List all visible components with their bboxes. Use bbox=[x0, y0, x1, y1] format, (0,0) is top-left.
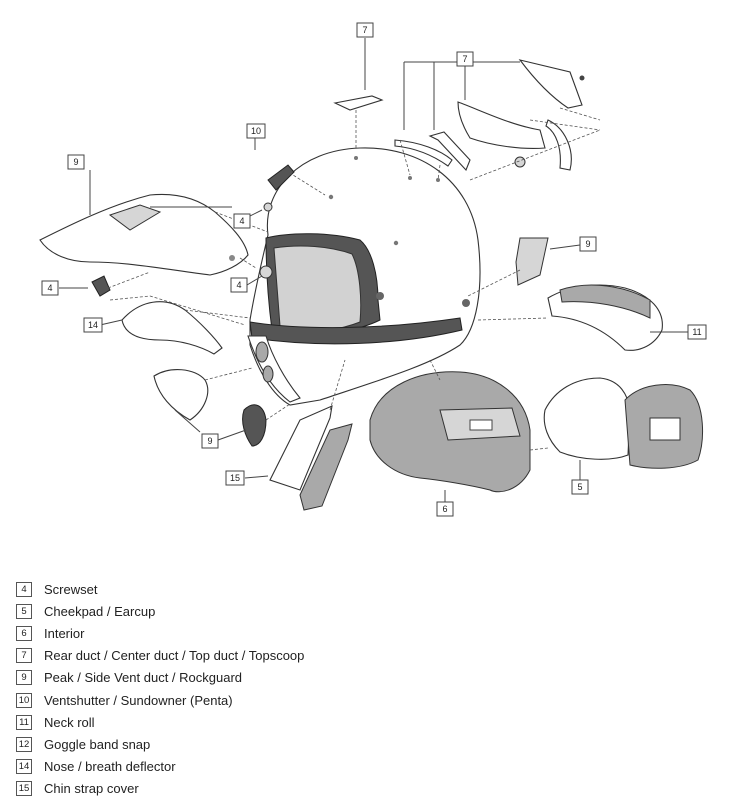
rear-duct-parts bbox=[394, 59, 585, 172]
callout-9-side-vent-text: 9 bbox=[585, 239, 590, 249]
peak-part bbox=[39, 193, 273, 297]
legend-label: Screwset bbox=[44, 581, 98, 597]
callout-6-text: 6 bbox=[442, 504, 447, 514]
legend-label: Interior bbox=[44, 625, 85, 641]
callout-4-left: 4 bbox=[41, 280, 59, 296]
callout-14: 14 bbox=[83, 317, 103, 333]
legend-row-cheekpad: 5 Cheekpad / Earcup bbox=[16, 600, 716, 622]
callout-5-text: 5 bbox=[577, 482, 582, 492]
callout-11-text: 11 bbox=[692, 327, 701, 337]
top-scoop-part bbox=[333, 95, 384, 111]
legend-number: 6 bbox=[16, 625, 32, 641]
callout-14-text: 14 bbox=[88, 320, 98, 330]
callout-15: 15 bbox=[225, 470, 245, 486]
callout-4-side-text: 4 bbox=[236, 280, 241, 290]
legend-number: 14 bbox=[16, 759, 32, 775]
helmet-exploded-diagram: 7 7 10 9 4 4 4 9 14 11 9 15 bbox=[39, 22, 707, 517]
callout-9-peak-text: 9 bbox=[73, 157, 78, 167]
callout-4-side: 4 bbox=[230, 277, 248, 293]
legend-number: 10 bbox=[16, 692, 32, 708]
callout-7-top-text: 7 bbox=[362, 25, 367, 35]
legend-number: 4 bbox=[16, 581, 32, 597]
legend-row-peak: 9 Peak / Side Vent duct / Rockguard bbox=[16, 667, 716, 689]
dashed-assembly-lines bbox=[107, 107, 601, 451]
callout-4-left-text: 4 bbox=[47, 283, 52, 293]
legend-label: Chin strap cover bbox=[44, 781, 139, 797]
legend-row-neck-roll: 11 Neck roll bbox=[16, 711, 716, 733]
side-vent-part bbox=[153, 237, 549, 447]
legend-number: 9 bbox=[16, 670, 32, 686]
callout-11: 11 bbox=[687, 324, 707, 340]
callout-4-peak-screw-text: 4 bbox=[239, 216, 244, 226]
parts-legend: 4 Screwset 5 Cheekpad / Earcup 6 Interio… bbox=[16, 578, 716, 800]
callout-7-rear-text: 7 bbox=[462, 54, 467, 64]
legend-number: 5 bbox=[16, 603, 32, 619]
legend-row-chin-strap: 15 Chin strap cover bbox=[16, 778, 716, 800]
callout-6: 6 bbox=[436, 501, 454, 517]
legend-label: Cheekpad / Earcup bbox=[44, 603, 156, 619]
legend-number: 12 bbox=[16, 736, 32, 752]
callout-9-rockguard-text: 9 bbox=[207, 436, 212, 446]
nose-deflector-part bbox=[121, 301, 223, 355]
callout-9-side-vent: 9 bbox=[579, 236, 597, 252]
neck-roll-part bbox=[547, 284, 663, 351]
legend-label: Ventshutter / Sundowner (Penta) bbox=[44, 692, 233, 708]
legend-number: 11 bbox=[16, 714, 32, 730]
legend-label: Neck roll bbox=[44, 714, 95, 730]
legend-label: Peak / Side Vent duct / Rockguard bbox=[44, 670, 243, 686]
legend-number: 15 bbox=[16, 781, 32, 797]
legend-row-ducts: 7 Rear duct / Center duct / Top duct / T… bbox=[16, 645, 716, 667]
callout-5: 5 bbox=[571, 479, 589, 495]
callout-9-peak: 9 bbox=[67, 154, 85, 170]
legend-label: Goggle band snap bbox=[44, 736, 151, 752]
legend-label: Nose / breath deflector bbox=[44, 759, 176, 775]
legend-row-goggle-snap: 12 Goggle band snap bbox=[16, 733, 716, 755]
callout-15-text: 15 bbox=[230, 473, 240, 483]
leader-lines bbox=[59, 38, 690, 502]
cheekpad-parts bbox=[543, 377, 703, 469]
legend-row-nose-deflector: 14 Nose / breath deflector bbox=[16, 756, 716, 778]
legend-label: Rear duct / Center duct / Top duct / Top… bbox=[44, 648, 305, 664]
callout-7-rear: 7 bbox=[456, 51, 474, 67]
callout-9-rockguard: 9 bbox=[201, 433, 219, 449]
legend-number: 7 bbox=[16, 648, 32, 664]
legend-row-ventshutter: 10 Ventshutter / Sundowner (Penta) bbox=[16, 689, 716, 711]
callout-10-text: 10 bbox=[251, 126, 261, 136]
legend-row-interior: 6 Interior bbox=[16, 622, 716, 644]
legend-row-screwset: 4 Screwset bbox=[16, 578, 716, 600]
chin-strap-cover-part bbox=[269, 405, 353, 511]
callout-4-peak-screw: 4 bbox=[233, 213, 251, 229]
callout-7-top: 7 bbox=[356, 22, 374, 38]
interior-part bbox=[369, 371, 531, 493]
helmet-shell bbox=[247, 147, 481, 406]
callout-10: 10 bbox=[246, 123, 266, 139]
